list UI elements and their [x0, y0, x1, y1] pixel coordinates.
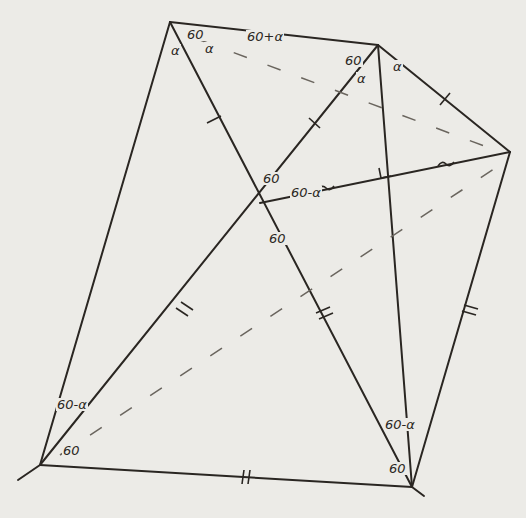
segment	[170, 22, 412, 487]
tick-mark	[316, 307, 330, 313]
angle-label: 60	[268, 232, 287, 245]
angle-label: 60	[62, 444, 81, 457]
dashed-line	[200, 40, 495, 150]
angle-label: α	[356, 72, 367, 85]
segment	[378, 45, 510, 152]
angle-label: α	[392, 60, 403, 73]
segment	[18, 465, 40, 480]
tick-mark	[242, 470, 244, 484]
tick-mark	[181, 302, 193, 310]
tick-mark	[248, 470, 250, 484]
angle-label: 60	[262, 172, 281, 185]
angle-label: 60	[344, 54, 363, 67]
tick-mark	[464, 305, 478, 309]
dashed-line	[60, 165, 500, 455]
angle-label: 60	[186, 28, 205, 41]
angle-label: α	[170, 44, 181, 57]
segment	[412, 152, 510, 487]
angle-label: 60+α	[246, 30, 284, 43]
tilde-mark	[438, 162, 454, 166]
angle-label: 60	[388, 462, 407, 475]
segment	[40, 465, 412, 487]
right-angle-mark	[379, 168, 391, 178]
tick-mark	[440, 93, 450, 105]
angle-label: 60-α	[290, 186, 322, 199]
tick-mark	[176, 308, 188, 316]
angle-label: 60-α	[384, 418, 416, 431]
segment	[40, 22, 170, 465]
segment	[412, 487, 424, 496]
tick-mark	[309, 118, 320, 128]
segment	[260, 152, 510, 203]
segment	[170, 22, 378, 45]
segment	[40, 45, 378, 465]
tick-mark	[319, 313, 333, 319]
angle-label: α	[204, 42, 215, 55]
angle-label: 60-α	[56, 398, 88, 411]
tick-mark	[462, 311, 476, 315]
tick-mark	[207, 116, 221, 123]
